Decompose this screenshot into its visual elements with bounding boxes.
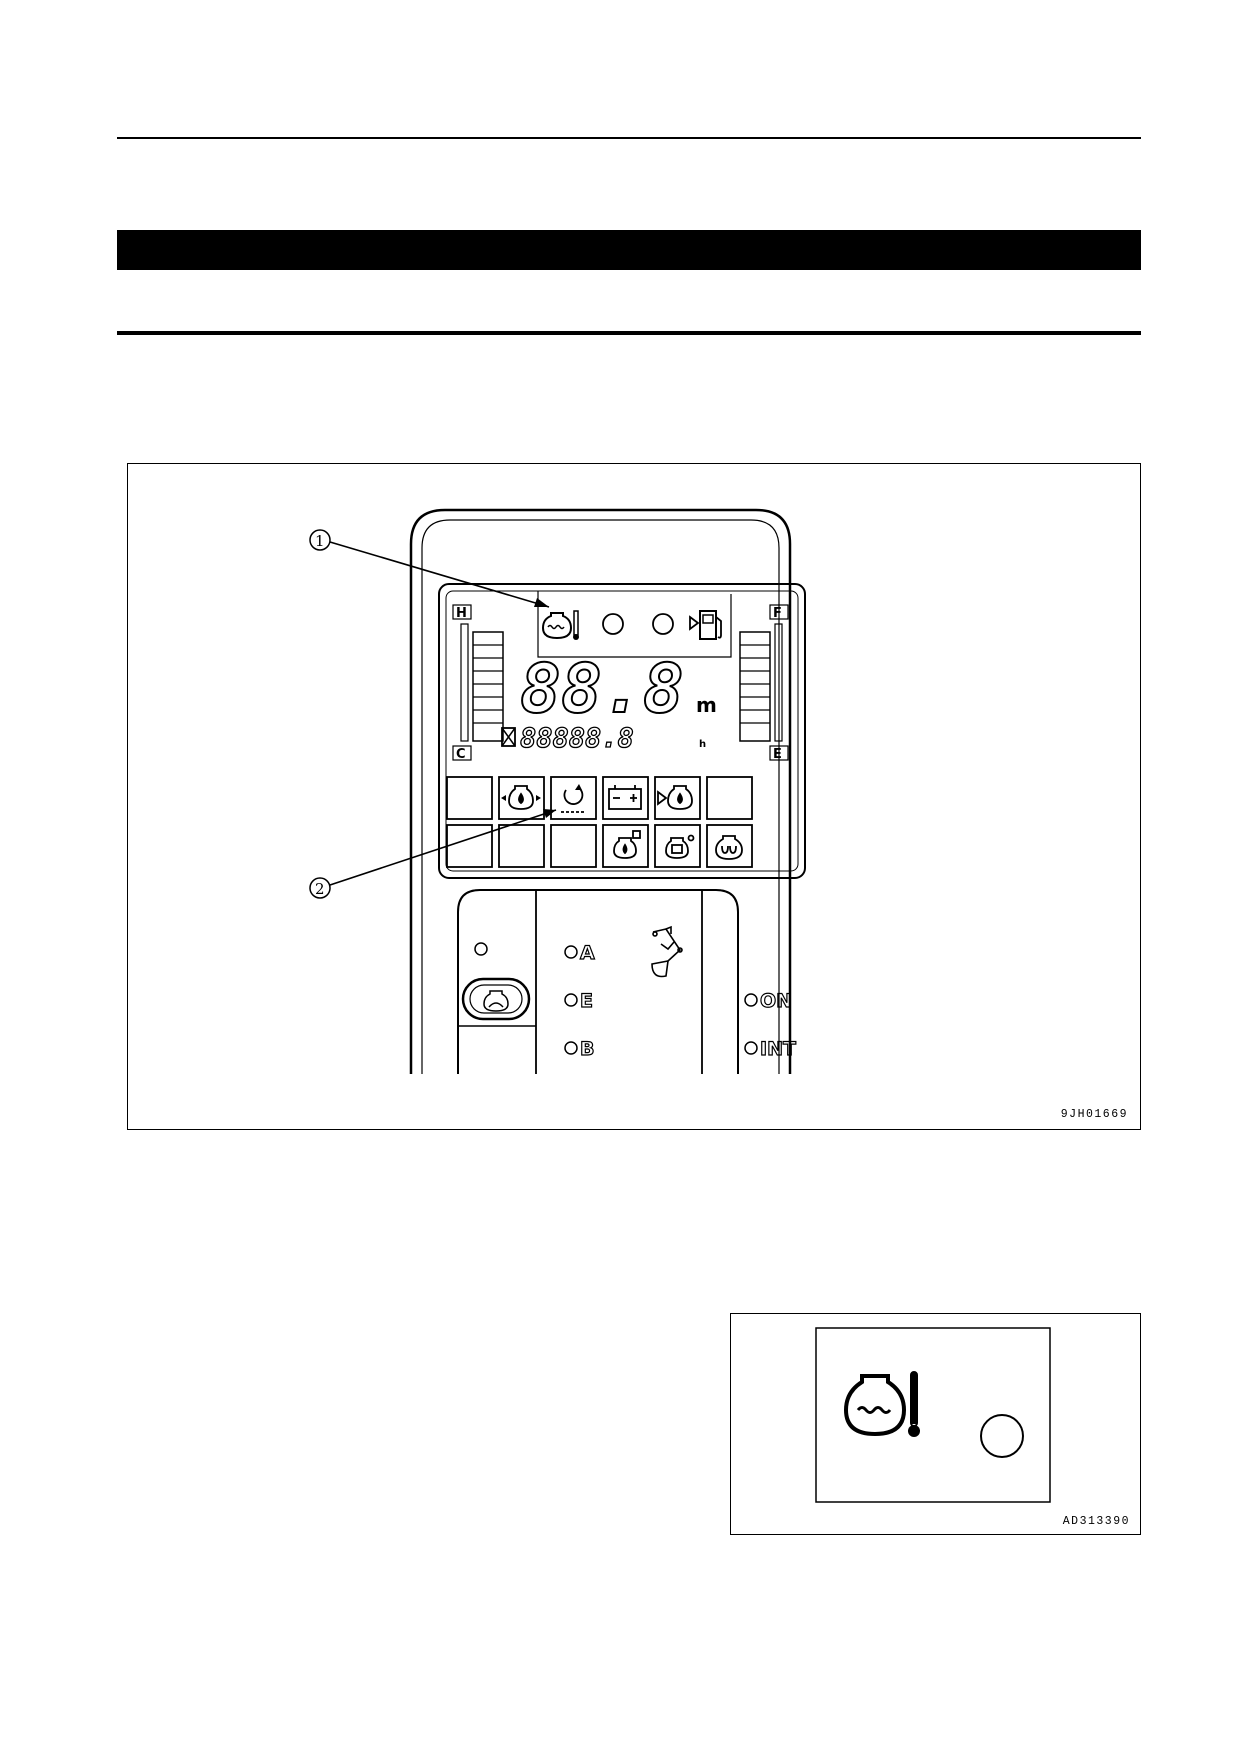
caution-lamp-row-1 xyxy=(446,776,753,820)
indicator-lamp-icon xyxy=(602,613,624,635)
coolant-indicator-figure: AD313390 xyxy=(730,1313,1141,1535)
blank-lamp xyxy=(446,824,493,868)
gauge-label-h: H xyxy=(456,606,467,621)
hydraulic-oil-icon xyxy=(613,830,641,859)
section-rule xyxy=(117,331,1141,335)
mode-label-a: A xyxy=(580,942,595,964)
callout-2-number: 2 xyxy=(315,880,325,898)
big-display-unit: m xyxy=(696,693,717,717)
work-mode-icon xyxy=(651,925,683,978)
mode-lamp-a xyxy=(564,945,578,959)
monitor-panel-figure: H C F E xyxy=(127,463,1141,1130)
mode-label-e: E xyxy=(580,990,593,1012)
coolant-temperature-icon xyxy=(541,610,579,640)
fuel-icon xyxy=(689,610,722,640)
wiper-lamp-on xyxy=(744,993,758,1007)
charge-level-icon xyxy=(561,784,585,813)
battery-icon xyxy=(608,785,642,810)
figure-code: AD313390 xyxy=(1062,1515,1130,1528)
mode-lamp-b xyxy=(564,1041,578,1055)
indicator-frame xyxy=(815,1327,1051,1503)
gauge-label-f: F xyxy=(773,606,782,621)
radiator-lamp xyxy=(654,824,701,868)
auto-decel-lamp xyxy=(474,942,488,956)
engine-oil-pressure-icon xyxy=(501,785,541,810)
hour-meter-icon xyxy=(501,727,516,747)
battery-charge-lamp xyxy=(602,776,649,820)
wiper-label-on: ON xyxy=(760,990,792,1012)
preheat-icon xyxy=(715,835,743,860)
big-segment-display: 88.8 xyxy=(520,650,684,729)
blank-lamp xyxy=(498,824,545,868)
charge-level-lamp xyxy=(550,776,597,820)
section-title-band xyxy=(117,230,1141,270)
blank-lamp xyxy=(706,776,753,820)
hydraulic-oil-lamp xyxy=(602,824,649,868)
hour-meter-unit: h xyxy=(699,739,706,750)
coolant-temperature-icon xyxy=(843,1371,920,1437)
monitor-housing xyxy=(409,508,792,1074)
auto-decel-switch-icon xyxy=(461,977,531,1021)
engine-oil-pressure-lamp xyxy=(498,776,545,820)
gauge-label-c: C xyxy=(456,747,466,762)
hour-meter-display: 88888.8 xyxy=(520,723,634,754)
switch-panel xyxy=(457,889,739,1074)
indicator-lamp-icon xyxy=(652,613,674,635)
wiper-label-int: INT xyxy=(760,1038,796,1060)
oil-level-icon xyxy=(657,785,693,810)
callout-1-number: 1 xyxy=(315,532,325,550)
mode-label-b: B xyxy=(580,1038,594,1060)
indicator-lamp-icon xyxy=(980,1414,1024,1458)
mode-lamp-e xyxy=(564,993,578,1007)
callout-1: 1 xyxy=(309,529,550,608)
coolant-temperature-gauge: H C xyxy=(452,604,504,762)
oil-level-lamp xyxy=(654,776,701,820)
gauge-label-e: E xyxy=(773,747,782,762)
fuel-gauge: F E xyxy=(739,604,789,762)
figure-code: 9JH01669 xyxy=(1060,1108,1128,1121)
blank-lamp xyxy=(550,824,597,868)
preheat-lamp xyxy=(706,824,753,868)
header-rule xyxy=(117,137,1141,139)
callout-2: 2 xyxy=(309,809,557,899)
lcd-screen xyxy=(438,583,806,879)
wiper-lamp-int xyxy=(744,1041,758,1055)
blank-lamp xyxy=(446,776,493,820)
radiator-icon xyxy=(665,834,695,859)
